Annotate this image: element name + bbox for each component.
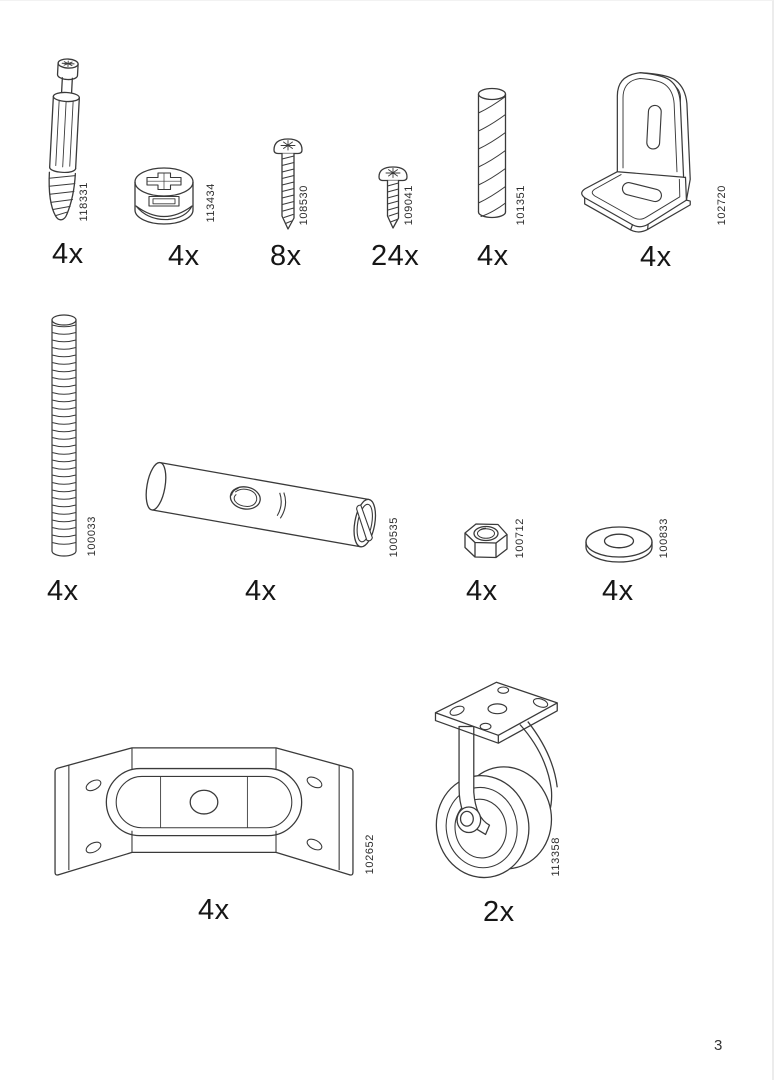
part-item-threaded-rod: 100033 4x [44,311,114,606]
part-item-washer: 100833 4x [580,517,675,607]
quantity-label: 4x [52,238,84,270]
part-item-screw-short: 109041 24x [371,162,435,282]
part-number-label: 109041 [403,185,415,226]
angle-bracket-illustration [581,72,691,233]
part-number-label: 102652 [364,834,376,875]
part-item-dowel-screw: 118331 4x [44,56,149,276]
quantity-label: 4x [245,575,277,607]
part-item-wood-dowel: 101351 4x [471,84,531,284]
screw-short-illustration [378,166,408,229]
part-number-label: 100833 [658,518,670,559]
wood-dowel-illustration [477,87,507,219]
part-number-label: 100033 [86,516,98,557]
part-item-angle-bracket: 102720 4x [570,63,730,278]
quantity-label: 24x [371,240,420,272]
screw-long-illustration [273,138,303,230]
quantity-label: 4x [47,575,79,607]
part-item-caster: 113358 2x [408,671,583,929]
cam-lock-illustration [134,167,194,225]
hex-nut-illustration [464,523,508,559]
quantity-label: 8x [270,240,302,272]
part-number-label: 118331 [78,182,90,222]
barrel-nut-illustration [145,461,377,548]
quantity-label: 4x [198,894,230,926]
part-item-barrel-nut: 100535 4x [138,453,408,607]
part-number-label: 113434 [205,183,217,223]
part-number-label: 101351 [515,185,527,226]
part-item-hex-nut: 100712 4x [456,514,536,607]
part-number-label: 102720 [716,185,728,226]
quantity-label: 4x [602,575,634,607]
part-number-label: 113358 [550,837,562,877]
part-item-mounting-bracket: 102652 4x [44,735,384,930]
quantity-label: 4x [168,240,200,272]
threaded-rod-illustration [51,314,77,557]
dowel-screw-illustration [48,58,80,221]
part-number-label: 100535 [388,517,400,558]
quantity-label: 4x [640,241,672,273]
quantity-label: 4x [477,240,509,272]
quantity-label: 2x [483,896,515,928]
page-number: 3 [714,1037,723,1054]
mounting-bracket-illustration [54,747,354,876]
part-number-label: 100712 [514,518,526,559]
part-item-screw-long: 108530 8x [266,134,326,284]
part-item-cam-lock: 113434 4x [122,159,217,279]
washer-illustration [585,526,653,563]
quantity-label: 4x [466,575,498,607]
caster-wheel-illustration [434,681,558,879]
part-number-label: 108530 [298,185,310,226]
